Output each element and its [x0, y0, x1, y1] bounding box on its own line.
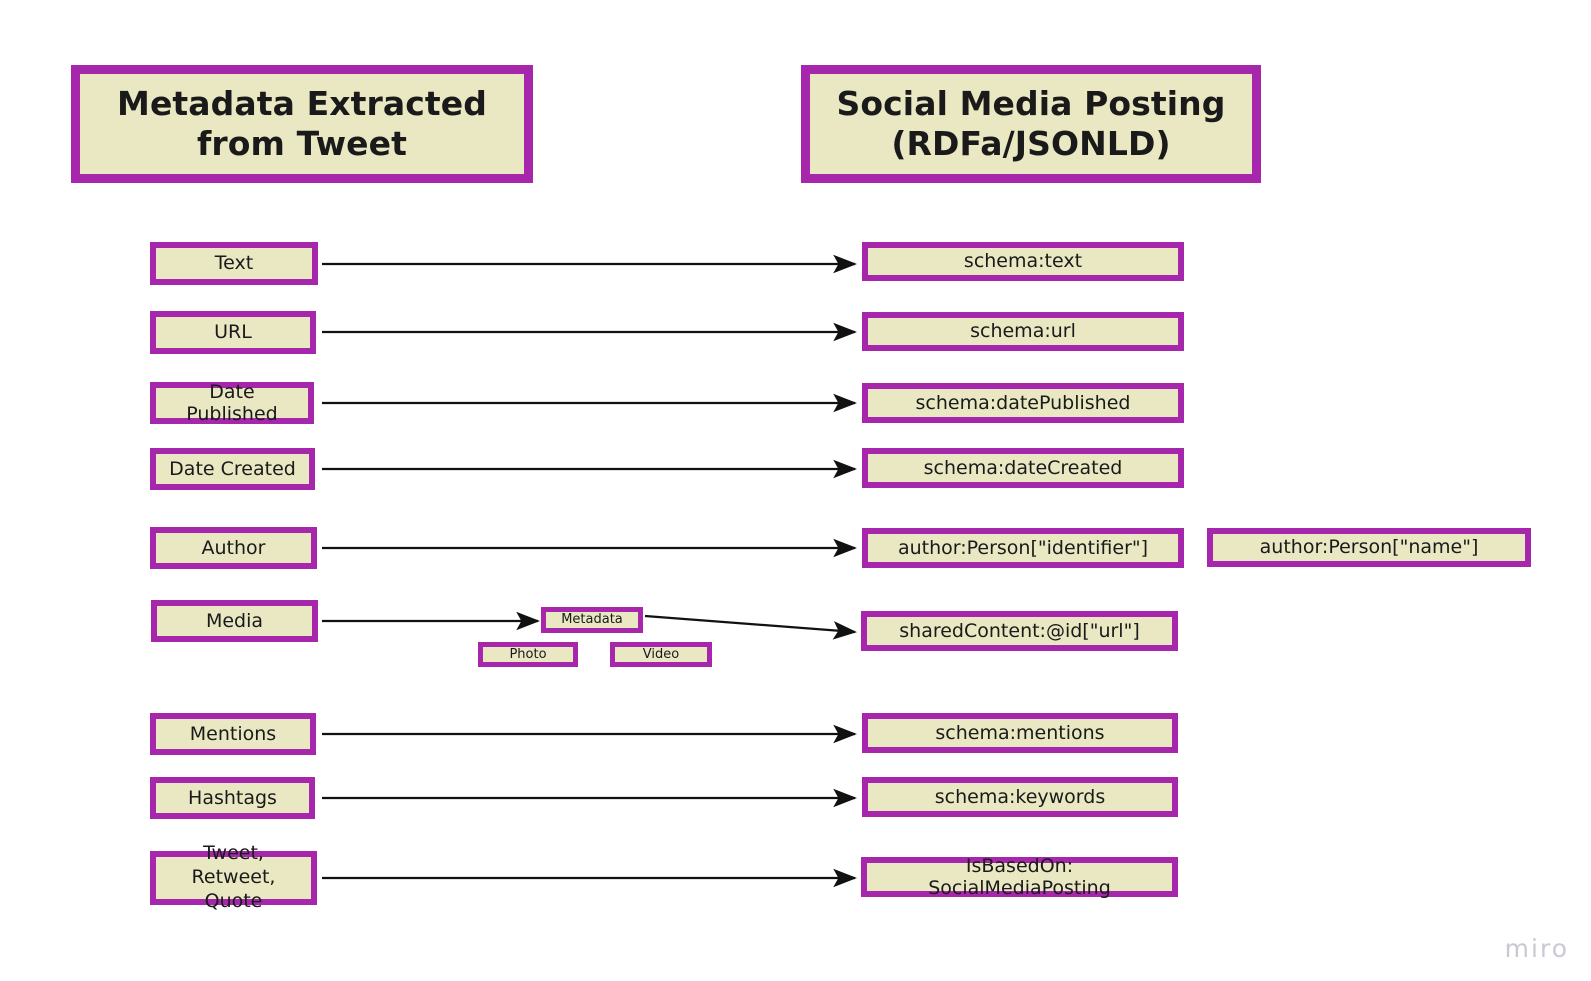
- node-schema-mentions[interactable]: schema:mentions: [862, 713, 1178, 753]
- node-schema-keywords[interactable]: schema:keywords: [862, 777, 1178, 817]
- header-metadata-extracted-from-tweet: Metadata Extracted from Tweet: [71, 65, 533, 183]
- node-author-person-name[interactable]: author:Person["name"]: [1207, 528, 1531, 567]
- node-video[interactable]: Video: [610, 642, 712, 667]
- node-tweet-retweet-quote[interactable]: Tweet, Retweet, Quote: [150, 842, 317, 912]
- node-shared-content-id-url[interactable]: sharedContent:@id["url"]: [861, 611, 1178, 651]
- node-tweet-retweet-quote-line2: Quote: [204, 889, 263, 912]
- node-schema-date-published[interactable]: schema:datePublished: [862, 383, 1184, 423]
- node-isbasedon-socialmediaposting[interactable]: IsBasedOn: SocialMediaPosting: [861, 855, 1178, 899]
- node-url[interactable]: URL: [150, 311, 316, 354]
- node-author-person-identifier[interactable]: author:Person["identifier"]: [862, 528, 1184, 568]
- node-schema-url[interactable]: schema:url: [862, 312, 1184, 351]
- node-date-published[interactable]: Date Published: [150, 381, 314, 425]
- node-media[interactable]: Media: [151, 600, 318, 642]
- node-schema-date-created[interactable]: schema:dateCreated: [862, 448, 1184, 488]
- node-mentions[interactable]: Mentions: [150, 713, 316, 755]
- header-social-media-posting: Social Media Posting (RDFa/JSONLD): [801, 65, 1261, 183]
- node-photo[interactable]: Photo: [478, 642, 578, 667]
- edge-metadata-to-shared-content: [644, 614, 857, 640]
- node-date-created[interactable]: Date Created: [150, 448, 315, 490]
- header-right-line1: Social Media Posting: [836, 83, 1226, 123]
- node-hashtags[interactable]: Hashtags: [150, 777, 315, 819]
- miro-watermark: miro: [1504, 934, 1569, 963]
- node-metadata[interactable]: Metadata: [541, 607, 643, 633]
- header-left-line1: Metadata Extracted: [117, 83, 487, 123]
- header-left-line2: from Tweet: [196, 124, 408, 163]
- node-author[interactable]: Author: [150, 527, 317, 569]
- node-text[interactable]: Text: [150, 242, 318, 285]
- node-tweet-retweet-quote-line1: Tweet, Retweet,: [191, 842, 276, 889]
- header-right-line2: (RDFa/JSONLD): [891, 124, 1171, 163]
- node-schema-text[interactable]: schema:text: [862, 242, 1184, 281]
